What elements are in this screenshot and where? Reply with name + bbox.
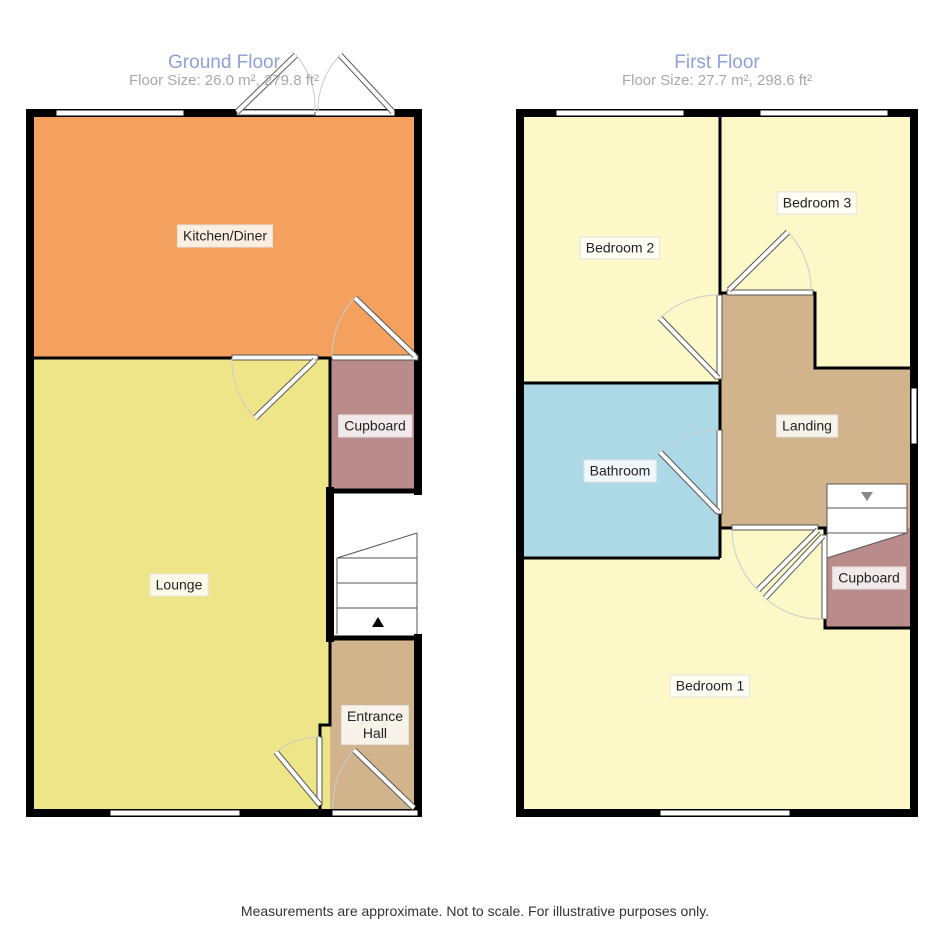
room-label-bathroom: Bathroom [583,459,657,483]
room-label-lounge: Lounge [149,573,209,597]
ground-windows [55,109,419,817]
first-floor-plan [516,109,918,817]
room-label-entrance-hall: Entrance Hall [340,705,410,745]
staircase-ground [336,532,418,634]
ground-floor-title: Ground Floor [168,52,280,73]
landing-notch-fill [815,293,914,368]
ground-floor-size: Floor Size: 26.0 m², 279.8 ft² [128,72,320,89]
staircase-first [826,483,908,559]
first-windows [555,109,918,817]
ground-doors [231,52,419,811]
room-label-bedroom1: Bedroom 1 [669,674,751,698]
entrance-label-line2: Hall [362,725,388,741]
staircase-ground-fill [330,491,418,638]
entrance-label-line1: Entrance [346,708,404,724]
first-floor-size: Floor Size: 27.7 m², 298.6 ft² [621,72,813,89]
room-label-landing: Landing [776,414,838,438]
room-label-cupboard-first: Cupboard [832,566,906,590]
first-floor-title: First Floor [674,52,760,73]
first-doors [657,229,828,620]
room-label-kitchen-diner: Kitchen/Diner [176,224,274,248]
room-label-bedroom3: Bedroom 3 [776,191,858,215]
disclaimer-text: Measurements are approximate. Not to sca… [240,903,710,919]
stair-up-arrow-icon [372,617,384,627]
stair-down-arrow-icon [861,492,873,501]
room-label-cupboard-ground: Cupboard [338,414,412,438]
room-label-bedroom2: Bedroom 2 [579,236,661,260]
